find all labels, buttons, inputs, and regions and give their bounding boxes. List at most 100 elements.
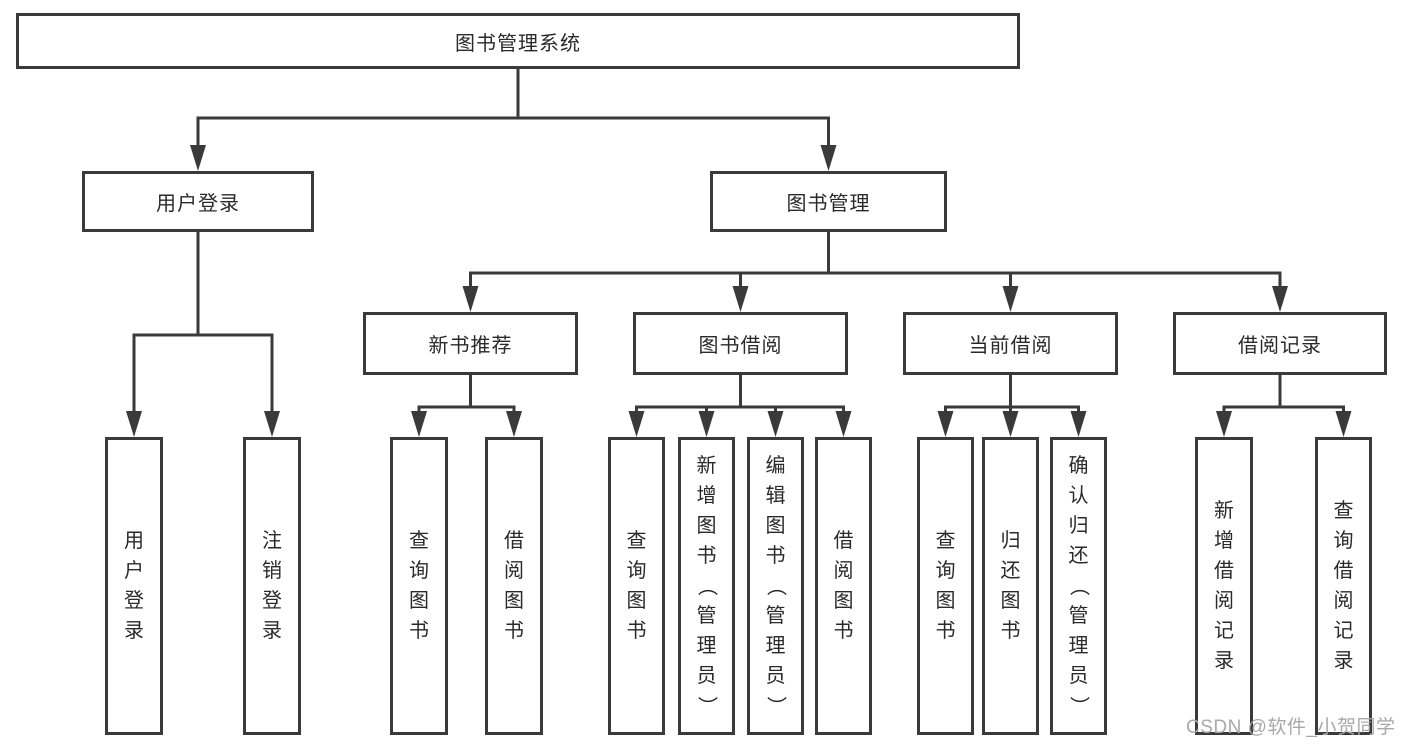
node-leaf-add-borrow-record: 新增借阅记录 xyxy=(1195,437,1253,735)
node-leaf-return-books: 归还图书 xyxy=(982,437,1039,735)
node-label-char: 记 xyxy=(1333,620,1354,642)
node-label-char: 理 xyxy=(765,635,786,657)
node-label-char: 录 xyxy=(262,620,282,642)
node-label-char: 管 xyxy=(765,605,786,627)
arrowhead-icon xyxy=(506,411,522,437)
node-label-char: 录 xyxy=(1333,650,1354,672)
node-label-char: 增 xyxy=(696,485,717,507)
node-label-char: 辑 xyxy=(765,485,786,507)
node-leaf-logout: 注销登录 xyxy=(243,437,301,735)
arrowhead-icon xyxy=(411,411,427,437)
arrowhead-icon xyxy=(937,411,954,437)
node-label-char: 图 xyxy=(935,590,956,612)
arrowhead-icon xyxy=(698,411,715,437)
node-label-char: 图 xyxy=(833,590,854,612)
node-label-char: 户 xyxy=(124,560,144,582)
node-leaf-query-books-1: 查询图书 xyxy=(390,437,448,735)
node-label-char: 增 xyxy=(1214,530,1234,552)
arrowhead-icon xyxy=(1002,286,1019,312)
node-label-char: 借 xyxy=(1214,560,1234,582)
node-label-char: 新 xyxy=(696,455,717,477)
node-label-char: 阅 xyxy=(1214,590,1234,612)
node-label-char: 归 xyxy=(1000,530,1021,552)
node-label-char: 借 xyxy=(1333,560,1354,582)
node-label-char: 员 xyxy=(765,665,786,687)
node-leaf-borrow-books-2: 借阅图书 xyxy=(815,437,872,735)
node-leaf-query-books-2: 查询图书 xyxy=(608,437,665,735)
node-leaf-query-books-3: 查询图书 xyxy=(917,437,974,735)
node-label-char: 图 xyxy=(409,590,429,612)
arrowhead-icon xyxy=(1335,411,1352,437)
node-label: 新书推荐 xyxy=(428,335,513,357)
node-label-char: 书 xyxy=(626,620,647,642)
node-label-char: 书 xyxy=(409,620,429,642)
arrowhead-icon xyxy=(462,286,479,312)
node-label-char: 询 xyxy=(935,560,956,582)
arrowhead-icon xyxy=(767,411,784,437)
node-current-borrow: 当前借阅 xyxy=(903,312,1118,375)
node-label-char: ） xyxy=(1067,696,1090,716)
node-label-char: 确 xyxy=(1068,455,1089,477)
node-label-char: 书 xyxy=(1000,620,1021,642)
node-leaf-user-login: 用户登录 xyxy=(105,437,163,735)
arrowhead-icon xyxy=(1070,411,1087,437)
node-root: 图书管理系统 xyxy=(16,13,1020,69)
node-label-char: 借 xyxy=(833,530,854,552)
node-label: 当前借阅 xyxy=(968,335,1053,357)
node-label-char: 书 xyxy=(935,620,956,642)
node-label-char: 新 xyxy=(1214,500,1234,522)
node-label-char: 图 xyxy=(765,515,786,537)
arrowhead-icon xyxy=(732,286,749,312)
arrowhead-icon xyxy=(1272,286,1288,312)
node-label-char: 理 xyxy=(696,635,717,657)
arrowhead-icon xyxy=(1002,411,1019,437)
node-label-char: 认 xyxy=(1068,485,1089,507)
node-label-char: 理 xyxy=(1068,635,1089,657)
node-leaf-query-borrow-record: 查询借阅记录 xyxy=(1315,437,1372,735)
node-label-char: 还 xyxy=(1068,545,1089,567)
node-label-char: 录 xyxy=(1214,650,1234,672)
node-label-char: 询 xyxy=(409,560,429,582)
node-label-char: 查 xyxy=(935,530,956,552)
node-label-char: （ xyxy=(1067,576,1090,596)
node-book-borrow: 图书借阅 xyxy=(633,312,848,375)
node-label-char: 阅 xyxy=(833,560,854,582)
node-label: 用户登录 xyxy=(156,193,240,215)
node-label-char: 图 xyxy=(504,590,524,612)
node-label-char: 书 xyxy=(696,545,717,567)
node-label-char: （ xyxy=(764,576,787,596)
node-label-char: 管 xyxy=(1068,605,1089,627)
node-label-char: 询 xyxy=(1333,530,1354,552)
node-label-char: 员 xyxy=(1068,665,1089,687)
node-label-char: 查 xyxy=(409,530,429,552)
node-label: 图书管理系统 xyxy=(455,32,581,55)
arrowhead-icon xyxy=(1216,411,1232,437)
node-label-char: 书 xyxy=(833,620,854,642)
node-label-char: 书 xyxy=(504,620,524,642)
node-label-char: 编 xyxy=(765,455,786,477)
node-label-char: 图 xyxy=(696,515,717,537)
node-leaf-add-books: 新增图书（管理员） xyxy=(678,437,735,735)
node-label-char: 登 xyxy=(124,590,144,612)
arrowhead-icon xyxy=(126,411,142,437)
arrowhead-icon xyxy=(835,411,852,437)
node-label-char: 查 xyxy=(1333,500,1354,522)
arrowhead-icon xyxy=(190,145,206,171)
node-leaf-borrow-books-1: 借阅图书 xyxy=(485,437,543,735)
node-label-char: 还 xyxy=(1000,560,1021,582)
node-label-char: 图 xyxy=(1000,590,1021,612)
node-label-char: 记 xyxy=(1214,620,1234,642)
node-label-char: 阅 xyxy=(504,560,524,582)
arrowhead-icon xyxy=(628,411,645,437)
node-label-char: 查 xyxy=(626,530,647,552)
node-leaf-edit-books: 编辑图书（管理员） xyxy=(747,437,804,735)
node-label-char: 录 xyxy=(124,620,144,642)
node-label-char: 管 xyxy=(696,605,717,627)
arrowhead-icon xyxy=(820,145,837,171)
node-label-char: ） xyxy=(695,696,718,716)
node-label-char: ） xyxy=(764,696,787,716)
node-label-char: 员 xyxy=(696,665,717,687)
node-label-char: 销 xyxy=(262,560,282,582)
node-book-mgmt: 图书管理 xyxy=(710,171,947,232)
